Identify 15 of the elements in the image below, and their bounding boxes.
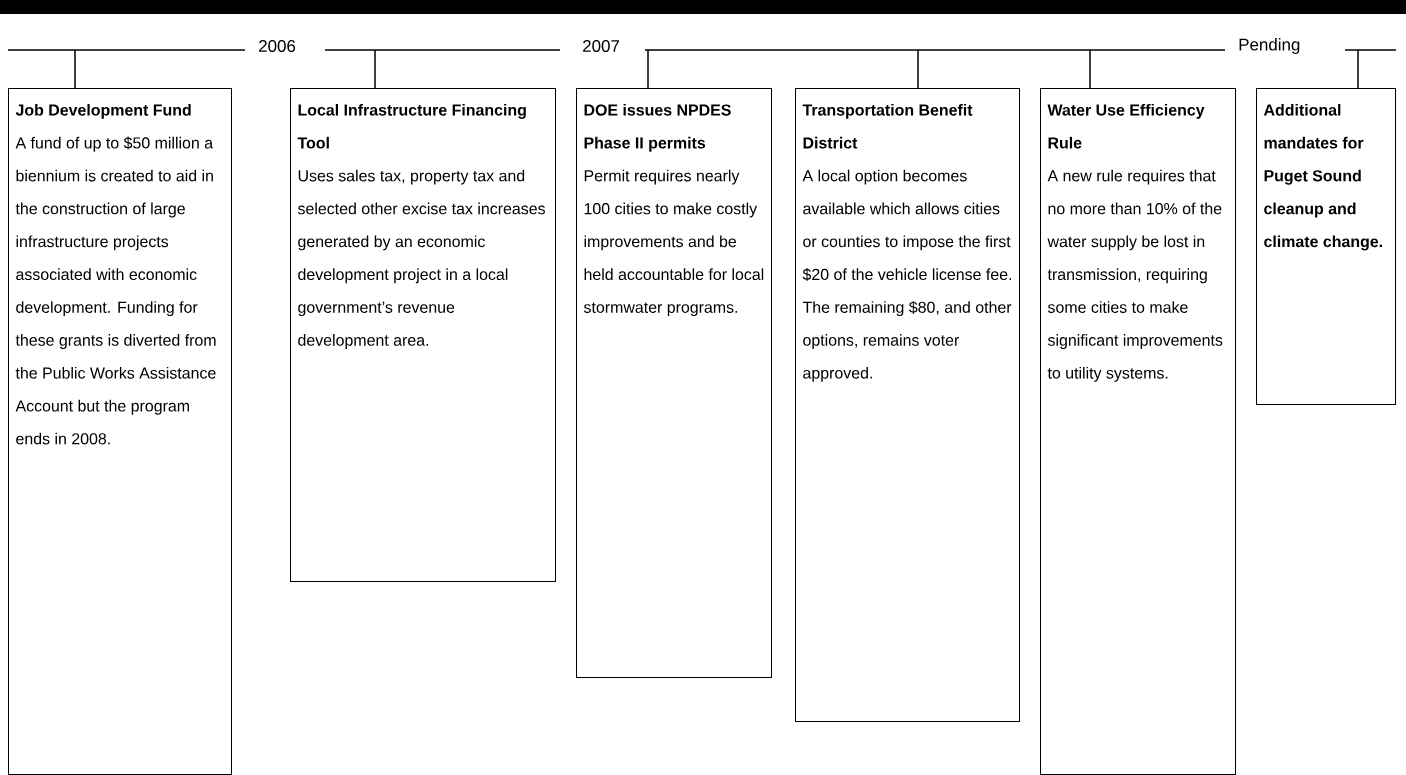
year-label: Pending <box>1239 38 1300 54</box>
connector-line <box>917 49 919 89</box>
year-label: 2006 <box>259 40 296 52</box>
event-box: Transportation Benefit District A local option becomes available which allows cities or counties to impose the first $20 of the vehicle license fee. The remaining $80, and other options, remains voter approved. <box>795 88 1020 722</box>
connector-line <box>74 49 76 89</box>
event-box: Water Use Efficiency Rule A new rule requires that no more than 10% of the water supply be lost in transmission, requiring some cities to make significant improvements to utility systems. <box>1040 88 1236 775</box>
event-box: Additional mandates for Puget Sound cleanup and climate change. <box>1256 88 1396 405</box>
connector-line <box>374 49 376 89</box>
connector-line <box>647 49 649 89</box>
event-box: Job Development Fund A fund of up to $50 million a biennium is created to aid in the construction of large infrastructure projects associated with economic development. Funding for these grants is diverted from the Public Works Assistance Account but the program ends in 2008. <box>8 88 232 775</box>
connector-line <box>1357 49 1359 89</box>
event-box: DOE issues NPDES Phase II permits Permit requires nearly 100 cities to make costly improvements and be held accountable for local stormwater programs. <box>576 88 772 678</box>
event-box: Local Infrastructure Financing Tool Uses sales tax, property tax and selected other excise tax increases generated by an economic development project in a local government’s revenue development area. <box>290 88 556 582</box>
connector-line <box>1089 49 1091 89</box>
year-label: 2007 <box>583 40 619 52</box>
